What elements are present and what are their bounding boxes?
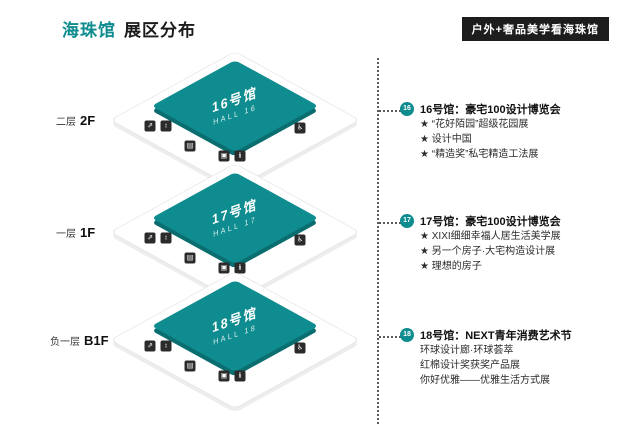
restroom-icon: ♿ — [294, 122, 306, 134]
dotted-connector-17 — [379, 222, 401, 224]
elevator-icon: ↕ — [160, 340, 172, 352]
annotation-line: 你好优雅——优雅生活方式展 — [420, 375, 550, 386]
annotation-title: 18号馆：NEXT青年消费艺术节 — [420, 330, 572, 342]
dotted-guide-vertical — [377, 58, 379, 424]
hall-18-badge: 18 — [400, 328, 414, 342]
hall-16-badge: 16 — [400, 102, 414, 116]
luggage-icon: ▣ — [218, 370, 230, 382]
annotation-line: 红棉设计奖获奖产品展 — [420, 360, 520, 371]
escalator-icon: ⇗ — [144, 120, 156, 132]
restroom-icon: ♿ — [294, 342, 306, 354]
annotation-head: 18 18号馆：NEXT青年消费艺术节 — [400, 327, 625, 343]
annotation-hall-16: 16 16号馆：豪宅100设计博览会 ★ “花好陌园”超级花园展 ★ 设计中国 … — [400, 101, 625, 162]
floor-label-cn: 二层 — [56, 117, 76, 128]
annotation-hall-17: 17 17号馆：豪宅100设计博览会 ★ XIXI细细幸福人居生活美学展 ★ 另… — [400, 213, 625, 274]
floor-label-en: 2F — [80, 113, 96, 128]
page-title: 海珠馆展区分布 — [62, 16, 196, 41]
hall-17-badge: 17 — [400, 214, 414, 228]
luggage-icon: ▣ — [218, 262, 230, 274]
elevator-icon: ↕ — [160, 232, 172, 244]
info-icon: ℹ — [234, 370, 246, 382]
dotted-connector-16 — [379, 110, 401, 112]
annotation-head: 16 16号馆：豪宅100设计博览会 — [400, 101, 625, 117]
annotation-title: 16号馆：豪宅100设计博览会 — [420, 104, 561, 116]
annotation-line: 环球设计廊·环球荟萃 — [420, 345, 514, 356]
page-title-highlight: 海珠馆 — [62, 21, 116, 40]
restroom-icon: ♿ — [294, 234, 306, 246]
annotation-line: ★ “花好陌园”超级花园展 — [420, 119, 529, 130]
service-icon: ▤ — [184, 140, 196, 152]
service-icon: ▤ — [184, 360, 196, 372]
annotation-line: ★ 理想的房子 — [420, 261, 482, 272]
service-icon: ▤ — [184, 252, 196, 264]
page-title-rest: 展区分布 — [124, 21, 196, 40]
annotation-hall-18: 18 18号馆：NEXT青年消费艺术节 环球设计廊·环球荟萃 红棉设计奖获奖产品… — [400, 327, 625, 388]
floor-label-2f: 二层 2F — [56, 112, 126, 130]
annotation-line: ★ 设计中国 — [420, 134, 472, 145]
floor-label-b1f: 负一层 B1F — [50, 332, 120, 350]
info-icon: ℹ — [234, 150, 246, 162]
theme-badge: 户外+奢品美学看海珠馆 — [461, 17, 609, 41]
luggage-icon: ▣ — [218, 150, 230, 162]
floor-label-1f: 一层 1F — [56, 224, 126, 242]
floor-label-cn: 负一层 — [50, 337, 80, 348]
annotation-line: ★ XIXI细细幸福人居生活美学展 — [420, 231, 561, 242]
annotation-line: ★ “精造奖”私宅精造工法展 — [420, 149, 539, 160]
elevator-icon: ↕ — [160, 120, 172, 132]
annotation-line: ★ 另一个房子·大宅构造设计展 — [420, 246, 556, 257]
escalator-icon: ⇗ — [144, 232, 156, 244]
floor-label-cn: 一层 — [56, 229, 76, 240]
annotation-title: 17号馆：豪宅100设计博览会 — [420, 216, 561, 228]
dotted-connector-18 — [379, 336, 401, 338]
annotation-head: 17 17号馆：豪宅100设计博览会 — [400, 213, 625, 229]
floor-label-en: B1F — [84, 333, 109, 348]
escalator-icon: ⇗ — [144, 340, 156, 352]
floor-label-en: 1F — [80, 225, 96, 240]
info-icon: ℹ — [234, 262, 246, 274]
